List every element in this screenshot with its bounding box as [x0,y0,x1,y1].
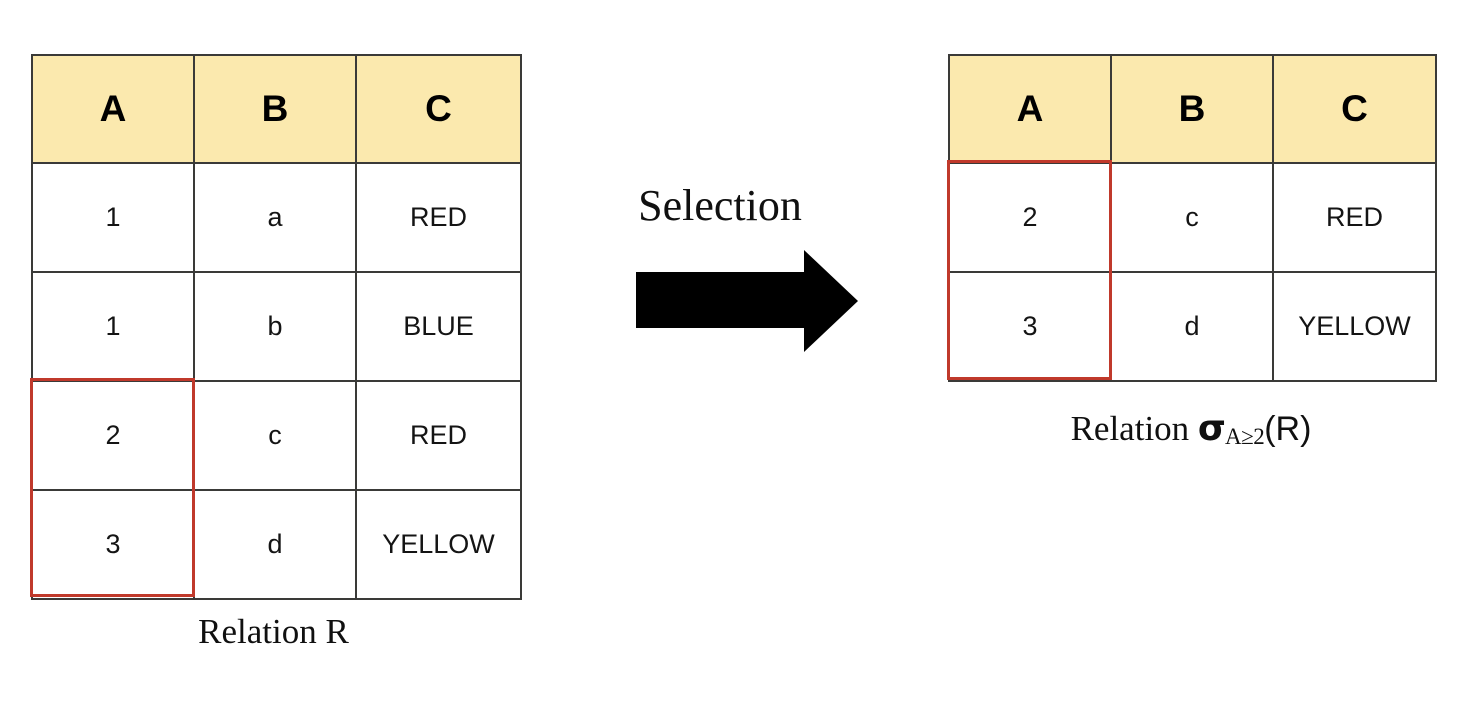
caption-prefix: Relation [1070,409,1190,448]
caption-subscript: A≥2 [1224,424,1265,449]
column-header-a: A [31,54,195,164]
column-header-a: A [948,54,1112,164]
table-row: 1 b BLUE [31,271,522,382]
table-row: 3 d YELLOW [948,271,1437,382]
cell-a: 2 [31,380,195,491]
table-row: 3 d YELLOW [31,489,522,600]
sigma-symbol: σ [1197,408,1226,449]
column-header-c: C [1272,54,1437,164]
table-header-row: A B C [31,54,522,164]
caption-suffix: (R) [1264,410,1312,448]
cell-b: d [193,489,357,600]
cell-c: RED [355,162,522,273]
table-row: 2 c RED [948,162,1437,273]
cell-b: c [1110,162,1274,273]
cell-b: c [193,380,357,491]
relation-sigma-caption: Relation σA≥2(R) [948,408,1434,449]
cell-a: 1 [31,271,195,382]
cell-c: YELLOW [1272,271,1437,382]
cell-b: d [1110,271,1274,382]
cell-c: RED [1272,162,1437,273]
relation-r-caption: Relation R [198,612,349,651]
cell-a: 3 [31,489,195,600]
cell-c: RED [355,380,522,491]
column-header-b: B [193,54,357,164]
cell-a: 1 [31,162,195,273]
cell-c: YELLOW [355,489,522,600]
right-block-arrow-icon [632,246,862,356]
table-row: 2 c RED [31,380,522,491]
cell-a: 3 [948,271,1112,382]
cell-b: a [193,162,357,273]
column-header-c: C [355,54,522,164]
cell-b: b [193,271,357,382]
table-header-row: A B C [948,54,1437,164]
table-row: 1 a RED [31,162,522,273]
cell-a: 2 [948,162,1112,273]
relation-r-table: A B C 1 a RED 1 b BLUE 2 c RED 3 [31,54,522,600]
cell-c: BLUE [355,271,522,382]
relation-sigma-table: A B C 2 c RED 3 d YELLOW [948,54,1437,382]
selection-operation-label: Selection [638,181,802,230]
column-header-b: B [1110,54,1274,164]
